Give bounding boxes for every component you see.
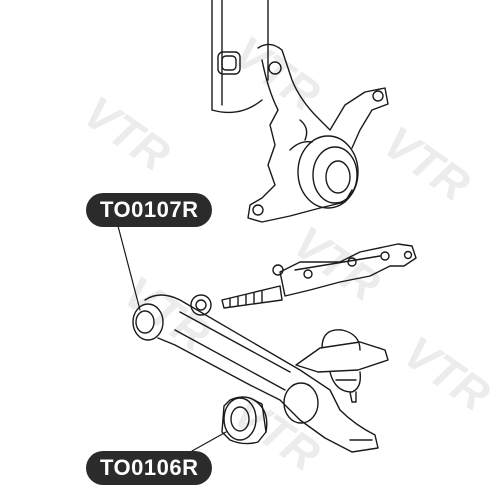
ball-joint [295,329,389,403]
part-label-lower-bushing: TO0106R [86,451,213,485]
tension-rod [190,243,417,316]
leader-lines [117,225,227,452]
strut [211,0,269,114]
steering-knuckle [247,43,389,223]
lower-control-arm [132,294,379,453]
watermark-text: VTR [224,386,329,481]
lower-bushing [221,396,268,445]
part-label-upper-bushing: TO0107R [86,193,213,227]
watermark: VTR VTR VTR VTR VTR VTR VTR [74,26,499,481]
watermark-text: VTR [374,116,479,211]
watermark-text: VTR [74,86,179,181]
watermark-text: VTR [394,326,499,421]
leader-line-lower [191,431,227,452]
leader-line-upper [117,225,141,311]
